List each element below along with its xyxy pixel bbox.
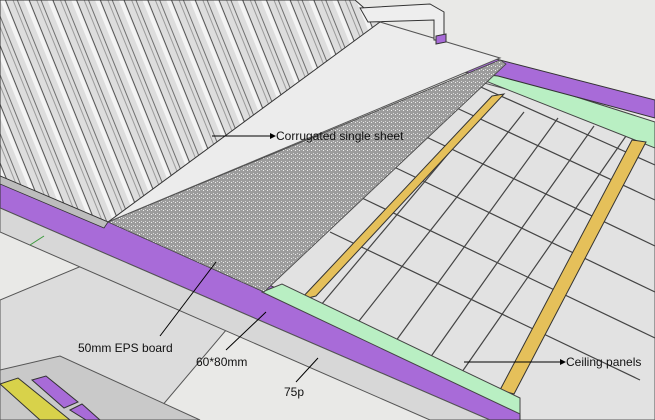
corrugated-sheet — [0, 0, 381, 223]
yellow-purlin-left — [298, 93, 506, 301]
corrugated-sheet-edge — [0, 175, 109, 229]
guide-line — [29, 235, 45, 246]
lower-purple-beam — [30, 375, 79, 409]
callout-eps-board: 50mm EPS board — [78, 261, 217, 355]
callout-ceiling-panels: Ceiling panels — [464, 355, 641, 369]
lower-yellow-beam — [0, 377, 71, 420]
label-corrugated-sheet: Corrugated single sheet — [276, 129, 404, 143]
top-frame-slot — [435, 33, 447, 45]
callout-channel: 75p — [284, 357, 319, 399]
label-eps-board: 50mm EPS board — [78, 341, 173, 355]
green-channel-front — [260, 283, 521, 415]
beam-underside — [0, 207, 491, 420]
label-ceiling-panels: Ceiling panels — [566, 355, 641, 369]
callout-beam: 60*80mm — [196, 311, 267, 369]
eps-board-edge — [106, 59, 507, 293]
label-channel: 75p — [284, 385, 304, 399]
ceiling-grid — [299, 83, 655, 383]
lower-purple-beam-2 — [68, 403, 101, 420]
label-beam: 60*80mm — [196, 355, 247, 369]
yellow-purlin-right — [499, 139, 647, 395]
callout-corrugated-sheet: Corrugated single sheet — [212, 129, 404, 143]
